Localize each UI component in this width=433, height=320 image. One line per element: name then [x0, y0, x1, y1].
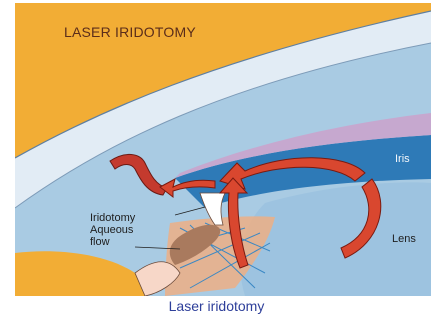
iridotomy-label: Iridotomy — [90, 212, 135, 224]
laser-iridotomy-diagram — [15, 3, 431, 296]
aqueous-flow-label-line2: flow — [90, 236, 110, 248]
diagram-title: LASER IRIDOTOMY — [64, 24, 196, 40]
figure-caption: Laser iridotomy — [0, 298, 433, 314]
iris-label: Iris — [395, 153, 410, 165]
aqueous-flow-label-line1: Aqueous — [90, 224, 133, 236]
lens-label: Lens — [392, 233, 416, 245]
